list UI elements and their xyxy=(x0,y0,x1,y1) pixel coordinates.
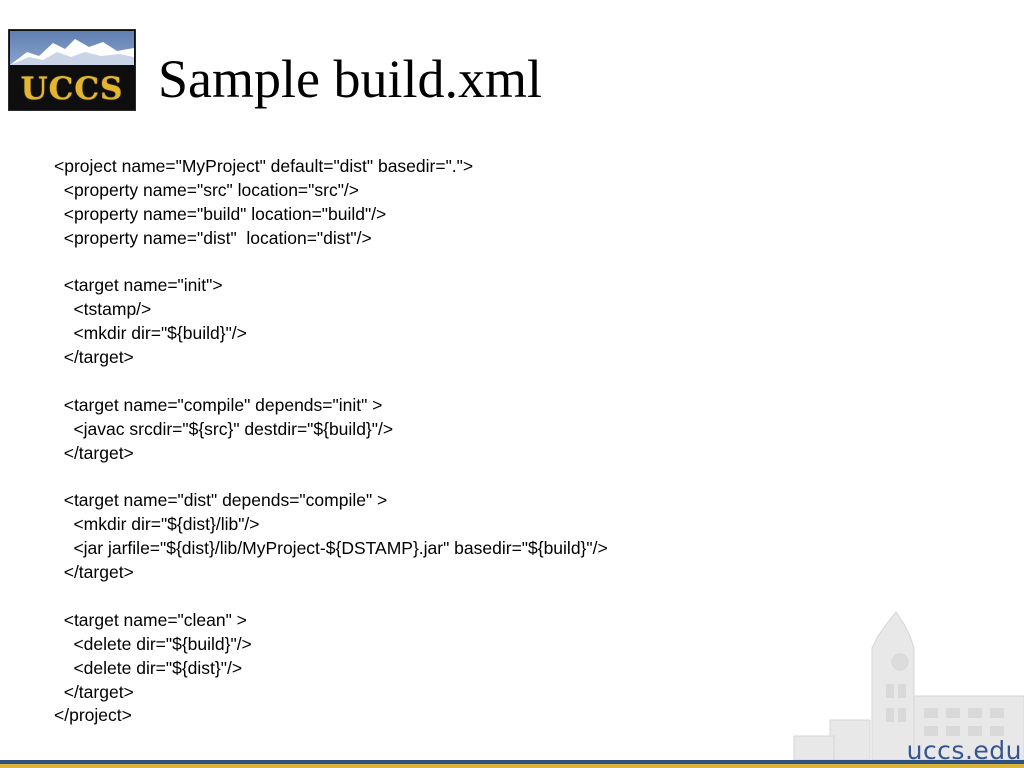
code-line: <property name="src" location="src"/> xyxy=(54,179,359,200)
footer-stripe-dark xyxy=(0,760,1024,764)
code-line: <property name="dist" location="dist"/> xyxy=(54,227,372,248)
footer-stripe-gold xyxy=(0,764,1024,768)
code-line: <property name="build" location="build"/… xyxy=(54,203,387,224)
code-line xyxy=(54,251,608,275)
code-line: <jar jarfile="${dist}/lib/MyProject-${DS… xyxy=(54,538,608,559)
code-line xyxy=(54,585,608,609)
code-line: </target> xyxy=(54,562,134,583)
footer-bar xyxy=(0,760,1024,768)
code-line: </target> xyxy=(54,442,134,463)
code-line: <target name="clean" > xyxy=(54,609,247,630)
code-line: <mkdir dir="${dist}/lib"/> xyxy=(54,514,260,535)
code-line xyxy=(54,466,608,490)
code-line: <delete dir="${build}"/> xyxy=(54,633,252,654)
logo-wordmark: UCCS xyxy=(20,71,124,107)
code-line: </project> xyxy=(54,705,132,726)
code-line: <target name="init"> xyxy=(54,275,223,296)
code-line: <mkdir dir="${build}"/> xyxy=(54,323,247,344)
code-line: </target> xyxy=(54,681,134,702)
campus-building-watermark xyxy=(793,611,1024,760)
mountain-logo-icon xyxy=(10,31,134,109)
slide-title: Sample build.xml xyxy=(158,49,542,109)
code-line: <target name="compile" depends="init" > xyxy=(54,394,383,415)
code-line: <delete dir="${dist}"/> xyxy=(54,657,243,678)
code-line xyxy=(54,370,608,394)
code-line: </target> xyxy=(54,347,134,368)
uccs-logo: UCCS xyxy=(8,29,136,111)
code-line: <tstamp/> xyxy=(54,299,152,320)
code-line: <target name="dist" depends="compile" > xyxy=(54,490,388,511)
code-listing: <project name="MyProject" default="dist"… xyxy=(54,155,608,728)
code-line: <javac srcdir="${src}" destdir="${build}… xyxy=(54,418,394,439)
code-line: <project name="MyProject" default="dist"… xyxy=(54,156,474,176)
